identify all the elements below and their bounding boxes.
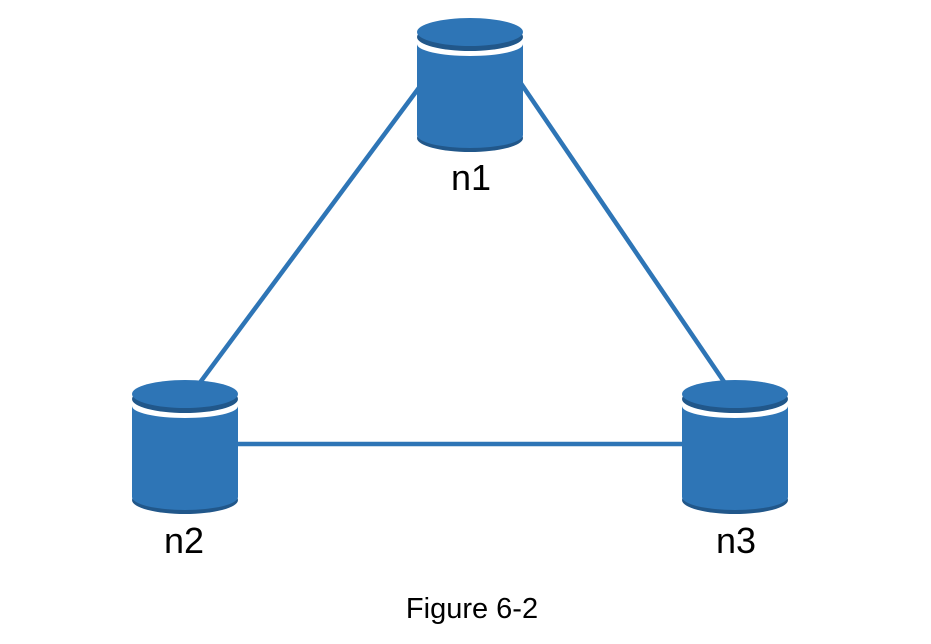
node-label-n3: n3: [716, 520, 756, 561]
node-n3-database-icon: [682, 380, 788, 514]
node-n1-database-icon: [417, 18, 523, 152]
node-label-n2: n2: [164, 520, 204, 561]
edge-n1-n3: [518, 80, 733, 394]
figure-caption: Figure 6-2: [406, 593, 538, 625]
node-n2-database-icon: [132, 380, 238, 514]
node-label-n1: n1: [451, 157, 491, 198]
edge-n1-n2: [191, 83, 423, 394]
